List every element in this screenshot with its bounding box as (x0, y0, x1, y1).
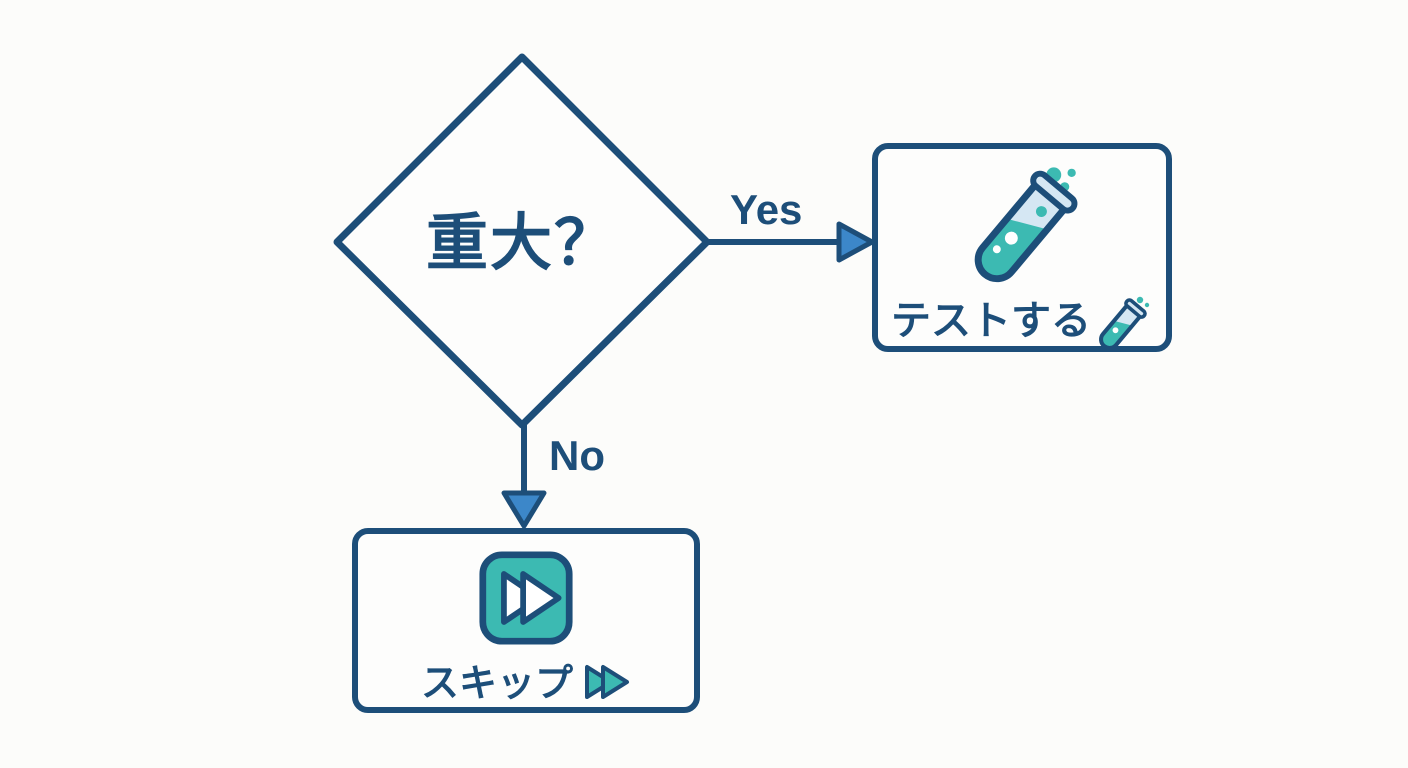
test-tube-small-icon (1099, 296, 1150, 350)
decision-label: 重大？ (425, 209, 618, 278)
fast-forward-icon (479, 551, 573, 645)
fast-forward-small-icon (585, 664, 629, 699)
yes-arrowhead-icon (836, 221, 875, 263)
no-edge-label: No (549, 432, 605, 479)
test-node-label-row: テストする (891, 288, 1153, 350)
skip-node-label-row: スキップ (421, 652, 631, 707)
skip-node: スキップ (352, 528, 700, 713)
bubble (1067, 168, 1076, 178)
test-tube-icon (974, 167, 1078, 283)
yes-edge-label: Yes (730, 186, 803, 233)
no-arrowhead-icon (501, 490, 547, 529)
test-node: テストする (872, 143, 1172, 352)
test-node-label: テストする (891, 299, 1091, 343)
skip-node-label: スキップ (420, 663, 573, 705)
